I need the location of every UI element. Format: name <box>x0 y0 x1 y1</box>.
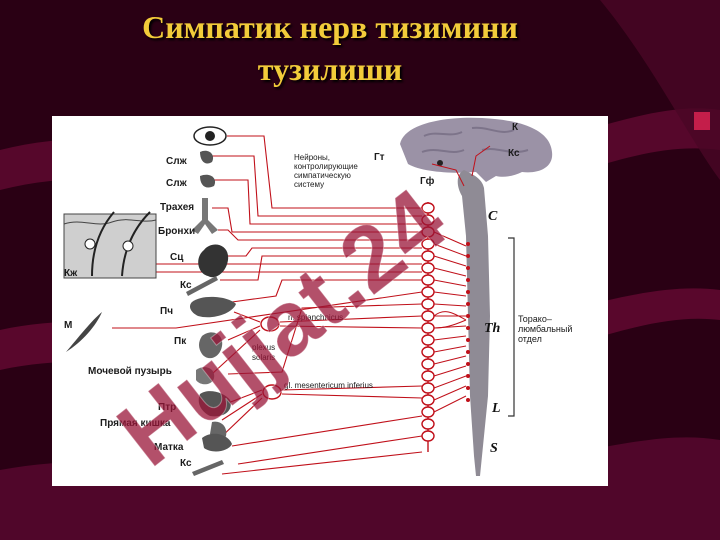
label-seg-c: C <box>488 209 498 224</box>
label-pk: Пк <box>174 336 187 347</box>
label-thoraco-2: люмбальный <box>518 324 572 334</box>
trachea <box>192 198 218 234</box>
label-sc: Сц <box>170 252 184 263</box>
label-pch: Пч <box>160 306 173 317</box>
kidney <box>199 332 223 359</box>
label-ks-top: Кс <box>508 148 520 159</box>
label-system: систему <box>294 180 324 189</box>
label-seg-l: L <box>491 401 501 416</box>
uterus <box>202 433 232 452</box>
vessel-bottom <box>192 460 224 476</box>
intestine <box>198 391 231 417</box>
salivary-gland-1 <box>200 150 214 164</box>
label-slzh-1: Слж <box>166 156 188 167</box>
label-ks-mid: Кс <box>180 280 192 291</box>
label-controlling: контролирующие <box>294 162 358 171</box>
label-bladder: Мочевой пузырь <box>88 366 172 377</box>
label-ks-bottom: Кс <box>180 458 192 469</box>
vessel-mid <box>186 276 218 296</box>
slide-title: Симпатик нерв тизимини тузилиши <box>0 6 660 90</box>
label-bronchi: Бронхи <box>158 226 195 237</box>
label-neurons: Нейроны, <box>294 153 330 162</box>
label-solaris: solaris <box>252 353 275 362</box>
organs <box>63 126 236 476</box>
label-seg-th: Th <box>484 321 501 336</box>
label-thoraco-1: Торако– <box>518 314 552 324</box>
label-mesentericus: gl. mesentericum inferius <box>284 381 373 390</box>
postganglionic-fibers <box>112 135 423 475</box>
muscle-spindle <box>66 312 102 352</box>
label-plexus: plexus <box>252 343 275 352</box>
heart-icon <box>198 244 229 278</box>
label-ptr: Птр <box>158 402 176 413</box>
label-seg-s: S <box>490 441 498 456</box>
spinal-cord <box>457 170 490 476</box>
label-slzh-2: Слж <box>166 178 188 189</box>
sympathetic-system-diagram: К Кс Нейроны, контролирующие симпатическ… <box>52 116 608 486</box>
label-gt: Гт <box>374 152 385 163</box>
diagram-labels: К Кс Нейроны, контролирующие симпатическ… <box>64 122 572 469</box>
label-m: М <box>64 320 72 331</box>
label-trachea: Трахея <box>160 202 194 213</box>
sympathetic-chain <box>421 202 435 452</box>
preganglionic-fibers <box>431 145 491 413</box>
label-splanchnicus: n. splanchnicus <box>288 313 343 322</box>
label-k-top: К <box>512 122 519 133</box>
slide-title-line1: Симпатик нерв тизимини <box>142 9 518 45</box>
label-thoraco-3: отдел <box>518 334 542 344</box>
liver <box>190 296 236 318</box>
label-kzh: Кж <box>64 268 78 279</box>
label-sympathetic: симпатическую <box>294 171 351 180</box>
slide-title-line2: тузилиши <box>257 51 403 87</box>
label-gf: Гф <box>420 175 435 187</box>
diagram-svg: К Кс Нейроны, контролирующие симпатическ… <box>63 117 572 476</box>
skin-block <box>63 213 157 279</box>
label-uterus: Матка <box>154 442 184 453</box>
cord-dots <box>466 242 470 402</box>
salivary-gland-2 <box>200 174 216 188</box>
label-rectum: Прямая кишка <box>100 418 171 429</box>
prevertebral-ganglia <box>260 316 282 400</box>
bladder <box>196 367 215 385</box>
